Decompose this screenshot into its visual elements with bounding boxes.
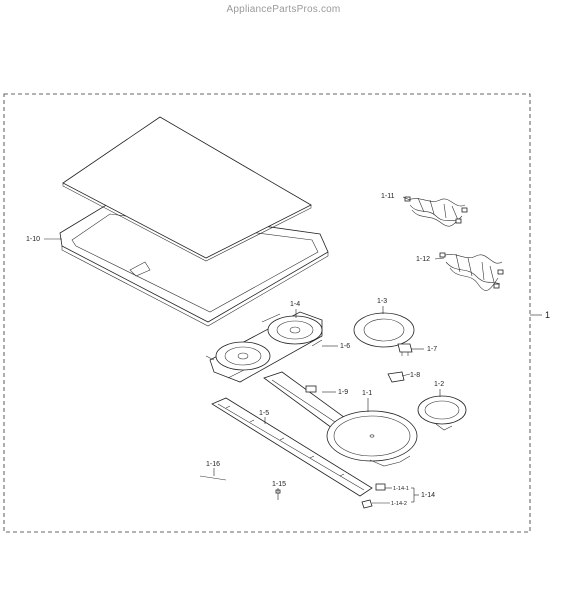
callout-1-12: 1-12: [416, 256, 430, 263]
part-1-2-small-burner[interactable]: [417, 395, 467, 431]
callout-1-3: 1-3: [377, 298, 387, 305]
part-1-8-clip[interactable]: [387, 371, 405, 383]
site-watermark: AppliancePartsPros.com: [226, 4, 341, 15]
callout-1: 1: [545, 310, 550, 320]
callout-1-14-1: 1-14-1: [393, 486, 409, 492]
glass-top[interactable]: [62, 116, 312, 262]
callout-1-1: 1-1: [362, 390, 372, 397]
part-1-12-wire-harness[interactable]: [439, 252, 504, 291]
callout-1-15: 1-15: [272, 481, 286, 488]
part-1-7-sensor[interactable]: [397, 343, 413, 356]
callout-1-4: 1-4: [290, 301, 300, 308]
part-1-16-wire[interactable]: [199, 475, 227, 481]
callout-1-2: 1-2: [434, 381, 444, 388]
callout-1-14-2: 1-14-2: [391, 501, 407, 507]
part-1-4-burner-assembly[interactable]: [205, 311, 323, 383]
part-1-5-bracket-bar[interactable]: [211, 397, 373, 497]
assembly-boundary: [3, 93, 531, 533]
callout-1-14: 1-14: [421, 492, 435, 499]
part-1-14-bracket[interactable]: [361, 483, 386, 509]
callout-1-11: 1-11: [381, 193, 395, 200]
part-1-9-support-bar[interactable]: [263, 371, 349, 429]
callout-1-9: 1-9: [338, 389, 348, 396]
callout-labels: 1 1-10 1-11 1-12 1-3 1-4 1-6 1-7 1-8 1-9…: [26, 193, 550, 507]
callout-1-5: 1-5: [259, 410, 269, 417]
callout-1-16: 1-16: [206, 461, 220, 468]
part-1-11-wire-harness[interactable]: [404, 196, 468, 227]
leader-lines: [44, 196, 542, 504]
callout-1-6: 1-6: [340, 343, 350, 350]
part-1-1-large-burner[interactable]: [326, 410, 418, 467]
callout-1-7: 1-7: [427, 346, 437, 353]
part-1-3-ring-element[interactable]: [353, 312, 415, 348]
callout-1-8: 1-8: [410, 372, 420, 379]
callout-1-10: 1-10: [26, 236, 40, 243]
